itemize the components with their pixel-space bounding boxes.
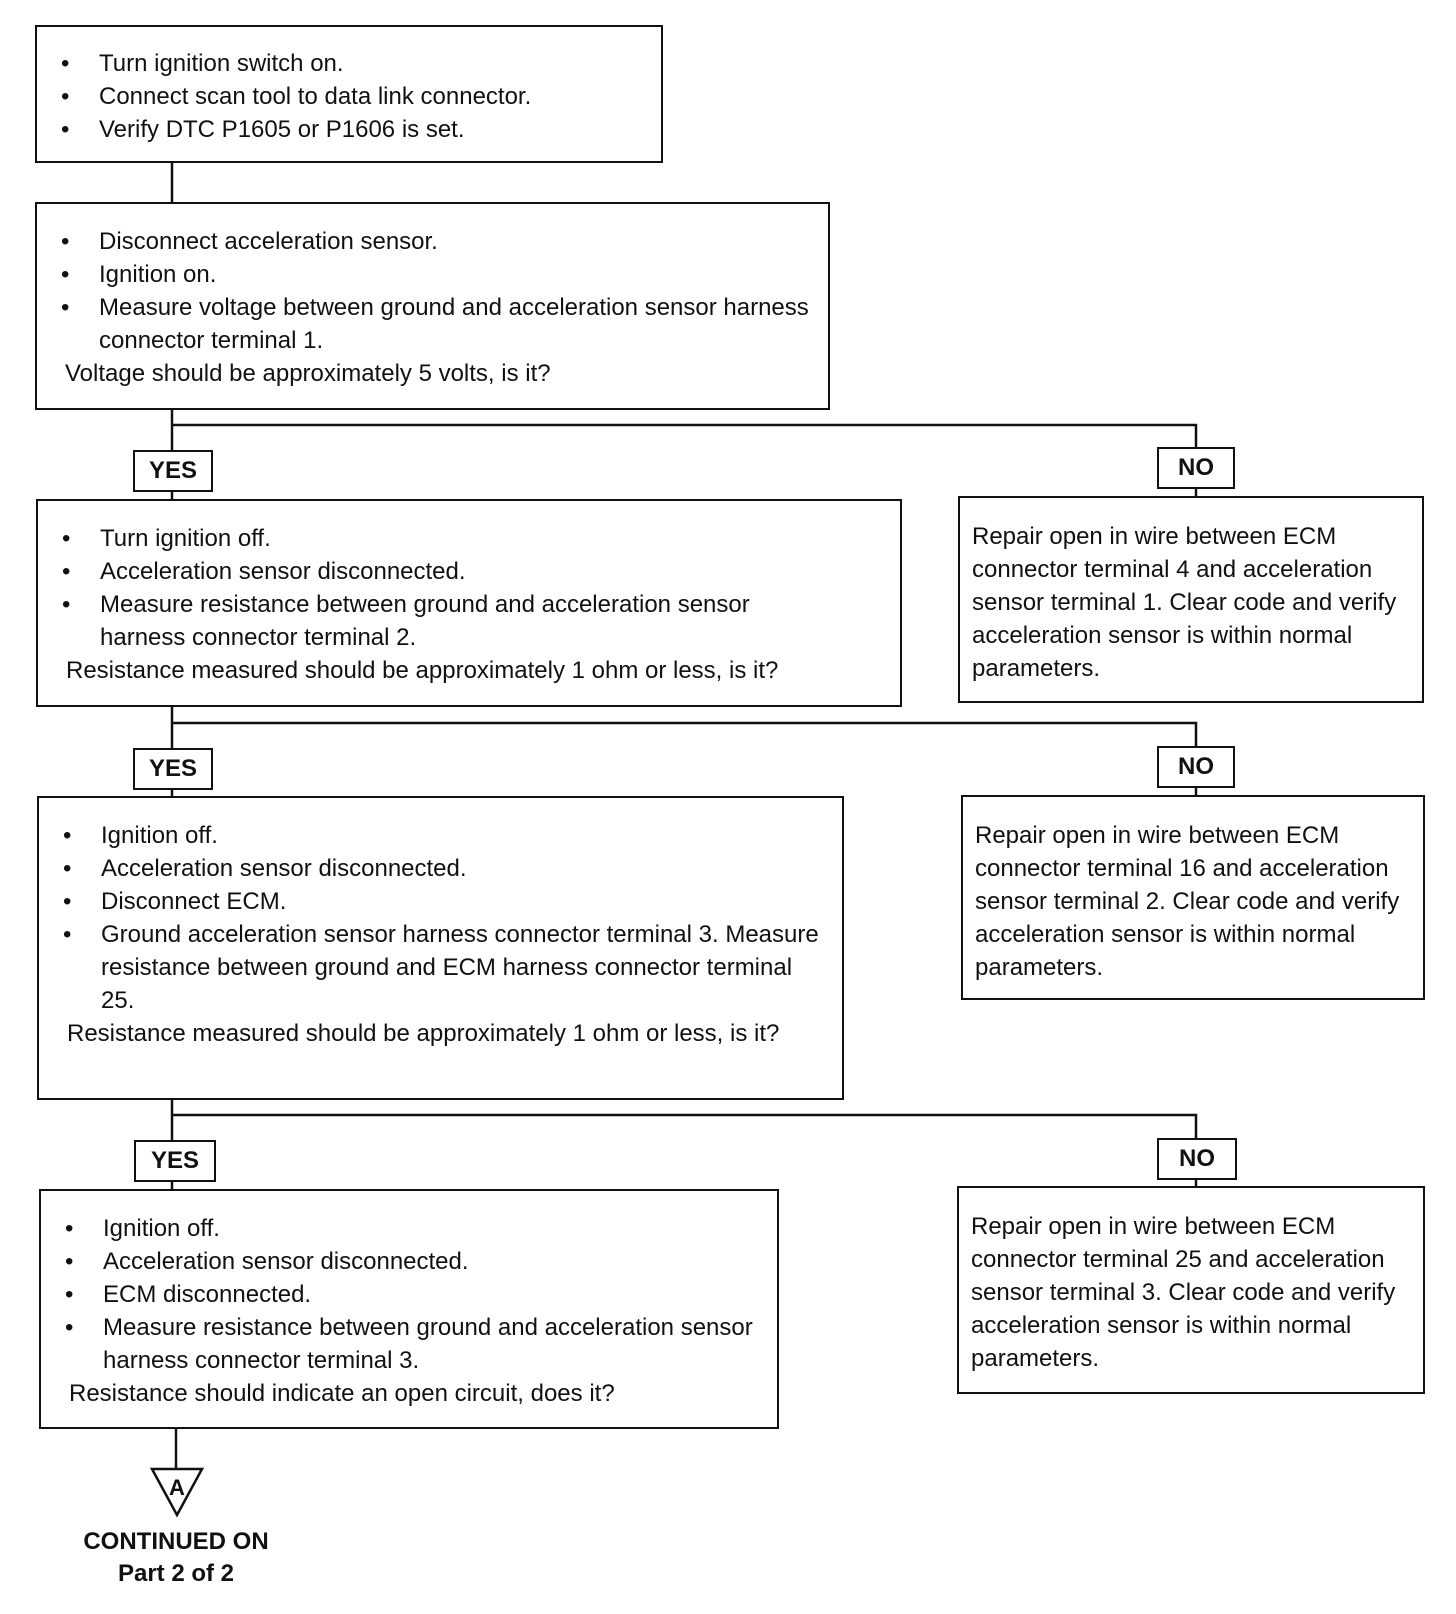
- no-1-action-box: Repair open in wire between ECM connecto…: [958, 496, 1424, 703]
- step-4-item: Acceleration sensor disconnected.: [39, 852, 824, 885]
- step-4-item: Ground acceleration sensor harness conne…: [39, 918, 824, 1017]
- step-5-question: Resistance should indicate an open circu…: [69, 1380, 615, 1407]
- step-5-item: Acceleration sensor disconnected.: [41, 1245, 761, 1278]
- step-5-item: ECM disconnected.: [41, 1278, 761, 1311]
- step-3-item: Turn ignition off.: [38, 522, 840, 555]
- step-3-item: Measure resistance between ground and ac…: [38, 588, 840, 654]
- step-4-item: Disconnect ECM.: [39, 885, 824, 918]
- continued-line-2: Part 2 of 2: [117, 1560, 235, 1587]
- no-label: NO: [1157, 1138, 1237, 1180]
- step-2-item: Disconnect acceleration sensor.: [37, 225, 814, 258]
- step-5-item: Ignition off.: [41, 1212, 761, 1245]
- no-3-action-box: Repair open in wire between ECM connecto…: [957, 1186, 1425, 1394]
- no-label: NO: [1157, 447, 1235, 489]
- step-4-box: Ignition off. Acceleration sensor discon…: [37, 796, 844, 1100]
- connector-letter: A: [169, 1475, 185, 1500]
- step-5-item: Measure resistance between ground and ac…: [41, 1311, 761, 1377]
- step-1-item: Turn ignition switch on.: [37, 47, 661, 80]
- step-1-item: Verify DTC P1605 or P1606 is set.: [37, 113, 661, 146]
- step-3-box: Turn ignition off. Acceleration sensor d…: [36, 499, 902, 707]
- step-4-question: Resistance measured should be approximat…: [67, 1020, 780, 1047]
- no-3-text: Repair open in wire between ECM connecto…: [971, 1213, 1396, 1372]
- step-1-item: Connect scan tool to data link connector…: [37, 80, 661, 113]
- step-3-question: Resistance measured should be approximat…: [66, 657, 779, 684]
- yes-label: YES: [133, 450, 213, 492]
- step-3-item: Acceleration sensor disconnected.: [38, 555, 840, 588]
- step-5-box: Ignition off. Acceleration sensor discon…: [39, 1189, 779, 1429]
- step-4-item: Ignition off.: [39, 819, 824, 852]
- no-label: NO: [1157, 746, 1235, 788]
- no-2-action-box: Repair open in wire between ECM connecto…: [961, 795, 1425, 1000]
- step-2-item: Measure voltage between ground and accel…: [37, 291, 814, 357]
- yes-label: YES: [133, 748, 213, 790]
- continued-line-1: CONTINUED ON: [83, 1528, 269, 1555]
- no-2-text: Repair open in wire between ECM connecto…: [975, 822, 1400, 981]
- step-2-item: Ignition on.: [37, 258, 814, 291]
- no-1-text: Repair open in wire between ECM connecto…: [972, 523, 1397, 682]
- step-2-box: Disconnect acceleration sensor. Ignition…: [35, 202, 830, 410]
- offpage-connector-triangle: A: [149, 1467, 205, 1518]
- yes-label: YES: [134, 1140, 216, 1182]
- step-1-box: Turn ignition switch on. Connect scan to…: [35, 25, 663, 163]
- step-2-question: Voltage should be approximately 5 volts,…: [65, 360, 551, 387]
- continued-label: CONTINUED ON Part 2 of 2: [56, 1526, 296, 1590]
